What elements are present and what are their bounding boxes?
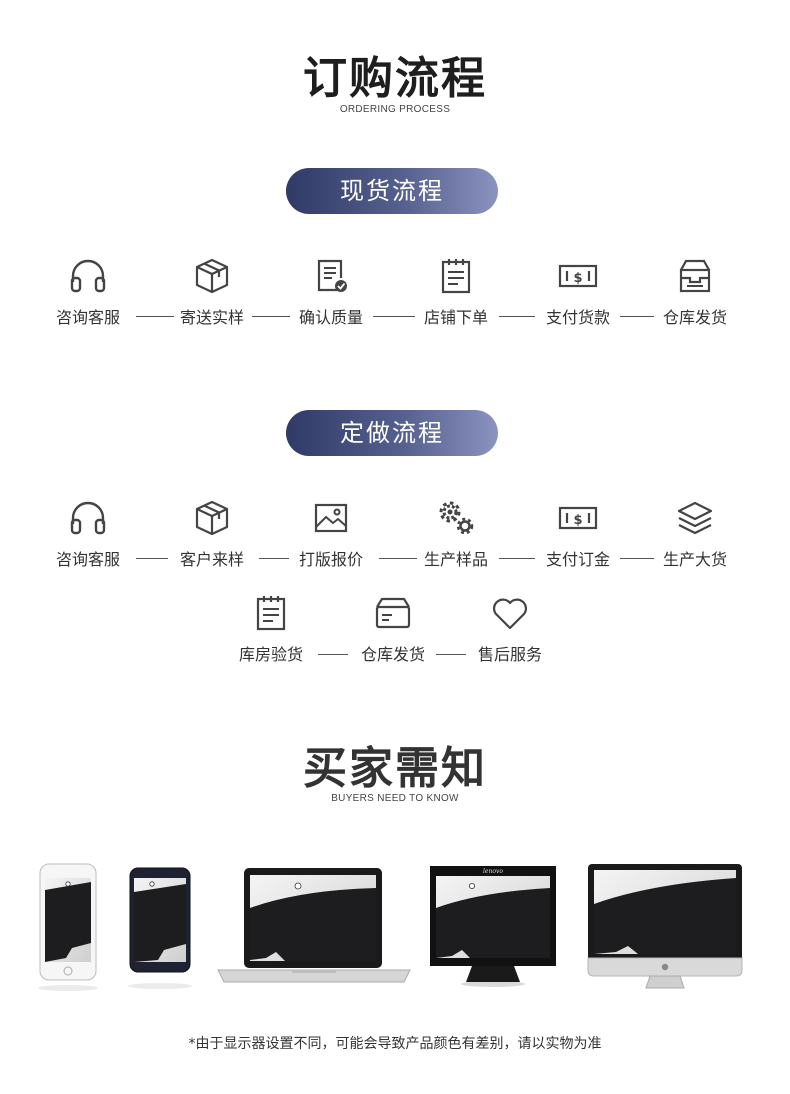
lenovo-monitor: lenovo (430, 866, 556, 987)
custom-step-consult: 咨询客服 (28, 498, 148, 570)
package-box-icon (192, 256, 232, 296)
heart-icon (490, 593, 530, 633)
device-lineup: lenovo (38, 863, 743, 991)
step-connector (136, 558, 168, 559)
package-box-icon (192, 498, 232, 538)
layers-icon (675, 498, 715, 538)
custom-step-aftersales: 售后服务 (450, 593, 570, 665)
stock-step-order: 店铺下单 (396, 256, 516, 328)
step-label: 寄送实样 (179, 308, 244, 327)
step-label: 客户来样 (179, 550, 244, 569)
white-phone (38, 863, 98, 991)
step-connector (620, 558, 654, 559)
buyers-subtitle: BUYERS NEED TO KNOW (331, 793, 459, 804)
dollar-bill-icon (558, 256, 598, 296)
step-connector (318, 654, 348, 655)
step-label: 确认质量 (298, 308, 363, 327)
apple-logo-icon (661, 963, 669, 971)
step-connector (499, 316, 535, 317)
step-label: 咨询客服 (55, 550, 120, 569)
warehouse-box-icon (675, 256, 715, 296)
step-connector (373, 316, 415, 317)
custom-step-quote: 打版报价 (271, 498, 391, 570)
step-connector (620, 316, 654, 317)
step-label: 店铺下单 (423, 308, 488, 327)
step-label: 支付订金 (545, 550, 610, 569)
custom-step-ship: 仓库发货 (333, 593, 453, 665)
step-connector (436, 654, 466, 655)
order-clipboard-icon (251, 593, 291, 633)
stock-step-consult: 咨询客服 (28, 256, 148, 328)
step-label: 库房验货 (238, 645, 303, 664)
check-document-icon (311, 256, 351, 296)
custom-step-produce-sample: 生产样品 (396, 498, 516, 570)
laptop (217, 868, 411, 983)
custom-step-sample: 客户来样 (152, 498, 272, 570)
headphones-icon (68, 498, 108, 538)
order-clipboard-icon (436, 256, 476, 296)
color-disclaimer: *由于显示器设置不同，可能会导致产品颜色有差别，请以实物为准 (188, 1036, 602, 1052)
open-box-icon (373, 593, 413, 633)
stock-process-heading: 现货流程 (286, 168, 498, 214)
custom-step-deposit: 支付订金 (518, 498, 638, 570)
step-connector (252, 316, 290, 317)
step-label: 打版报价 (298, 550, 363, 569)
step-connector (379, 558, 417, 559)
buyers-title: 买家需知 (303, 743, 487, 794)
stock-step-pay: 支付货款 (518, 256, 638, 328)
imac-monitor (587, 864, 743, 989)
stock-step-ship: 仓库发货 (635, 256, 755, 328)
step-label: 生产样品 (423, 550, 488, 569)
dollar-bill-icon (558, 498, 598, 538)
page-title: 订购流程 (303, 53, 487, 104)
custom-process-heading: 定做流程 (286, 410, 498, 456)
custom-step-bulk: 生产大货 (635, 498, 755, 570)
step-label: 仓库发货 (662, 308, 727, 327)
dark-phone (128, 867, 192, 989)
stock-step-quality: 确认质量 (271, 256, 391, 328)
stock-step-sample: 寄送实样 (152, 256, 272, 328)
step-label: 咨询客服 (55, 308, 120, 327)
step-label: 仓库发货 (360, 645, 425, 664)
step-label: 售后服务 (477, 645, 542, 664)
step-connector (136, 316, 174, 317)
image-icon (311, 498, 351, 538)
step-connector (259, 558, 289, 559)
headphones-icon (68, 256, 108, 296)
custom-step-inspect: 库房验货 (211, 593, 331, 665)
monitor-brand: lenovo (483, 868, 503, 875)
step-connector (499, 558, 535, 559)
step-label: 支付货款 (545, 308, 610, 327)
step-label: 生产大货 (662, 550, 727, 569)
gears-icon (436, 498, 476, 538)
page-subtitle: ORDERING PROCESS (339, 104, 451, 115)
